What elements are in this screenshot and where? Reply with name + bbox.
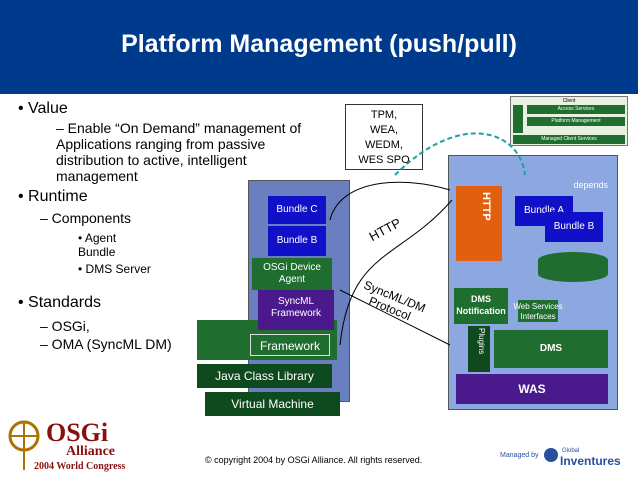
- web-services-label: Web Services Interfaces: [513, 302, 563, 321]
- framework-layer: Framework: [250, 334, 330, 356]
- plugins-label: Plugins: [477, 328, 486, 355]
- syncml-arrow: [339, 289, 451, 346]
- http-block-label: HTTP: [480, 192, 492, 221]
- syncml-fw-label: SyncML Framework: [270, 296, 321, 319]
- java-layer: Java Class Library: [197, 364, 332, 388]
- copyright-text: © copyright 2004 by OSGi Alliance. All r…: [205, 455, 423, 465]
- bullet-value-sub: – Enable “On Demand” management of Appli…: [56, 120, 302, 184]
- was-block: WAS: [456, 374, 608, 404]
- vm-layer: Virtual Machine: [205, 392, 340, 416]
- bundle-b-left-label: Bundle B: [276, 235, 318, 246]
- slide-title: Platform Management (push/pull): [121, 30, 517, 58]
- tpm-box: TPM, WEA, WEDM, WES SPO: [345, 104, 423, 170]
- bullet-standards: • Standards: [18, 294, 101, 311]
- title-bar: [0, 0, 638, 94]
- web-services-block: Web Services Interfaces: [513, 300, 563, 322]
- bundle-b-right-label: Bundle B: [553, 221, 595, 232]
- plugins-block: Plugins: [468, 326, 490, 372]
- bullet-dms: • DMS Server: [78, 262, 151, 276]
- bundle-c-left-label: Bundle C: [276, 204, 318, 215]
- bullet-runtime: • Runtime: [18, 188, 88, 205]
- http-arrow-down: [339, 199, 453, 346]
- bullet-components: – Components: [40, 210, 132, 226]
- logo-congress: 2004 World Congress: [34, 461, 126, 472]
- bullet-value: • Value: [18, 100, 68, 117]
- vm-label: Virtual Machine: [231, 397, 314, 411]
- bundle-a-right-label: Bundle A: [523, 205, 565, 216]
- mini-diagram: Client Access Services Platform Manageme…: [510, 96, 628, 146]
- mini-access: Access Services: [527, 105, 625, 114]
- depends-label: depends: [573, 180, 608, 190]
- database-cylinder: [538, 252, 608, 282]
- syncml-fw-layer: SyncML Framework: [258, 290, 334, 330]
- logo-osgi: OSGi: [46, 418, 109, 447]
- tpm-line-1: TPM,: [370, 109, 398, 121]
- osgi-agent-label: OSGi Device Agent: [263, 262, 321, 285]
- bundle-b-left: Bundle B: [268, 226, 326, 256]
- logo-alliance: Alliance: [66, 444, 115, 459]
- inventures-text: Inventures: [560, 454, 621, 468]
- dashed-arrow: [394, 132, 526, 176]
- bullet-oma: – OMA (SyncML DM): [40, 336, 172, 352]
- dms-notification-label: DMS Notification: [456, 294, 506, 316]
- bundle-b-right: Bundle B: [545, 212, 603, 242]
- osgi-agent-layer: OSGi Device Agent: [252, 258, 332, 290]
- bullet-osgi: – OSGi,: [40, 318, 90, 334]
- http-arrow-up: [329, 181, 451, 221]
- mini-client: Client: [562, 98, 576, 104]
- mini-managed: Managed Client Services: [513, 135, 625, 144]
- http-block: HTTP: [456, 186, 502, 261]
- tpm-line-2: WEA,: [369, 124, 399, 136]
- bundle-c-left: Bundle C: [268, 196, 326, 224]
- global-text: Global: [562, 448, 580, 454]
- global-inventures-icon: [544, 448, 558, 462]
- java-label: Java Class Library: [215, 369, 314, 383]
- tpm-line-3: WEDM,: [365, 139, 403, 151]
- mini-platform: Platform Management: [527, 117, 625, 126]
- bullet-agent: • Agent Bundle: [78, 231, 117, 259]
- osgi-emblem-icon: [6, 414, 42, 474]
- was-label: WAS: [518, 382, 546, 396]
- dms-label: DMS: [539, 343, 563, 354]
- framework-label: Framework: [259, 339, 320, 353]
- dms-block: DMS: [494, 330, 608, 368]
- mini-side: [513, 105, 523, 133]
- tpm-line-4: WES SPO: [358, 154, 410, 166]
- dms-notification-block: DMS Notification: [454, 288, 508, 324]
- managed-by-text: Managed by: [500, 452, 539, 459]
